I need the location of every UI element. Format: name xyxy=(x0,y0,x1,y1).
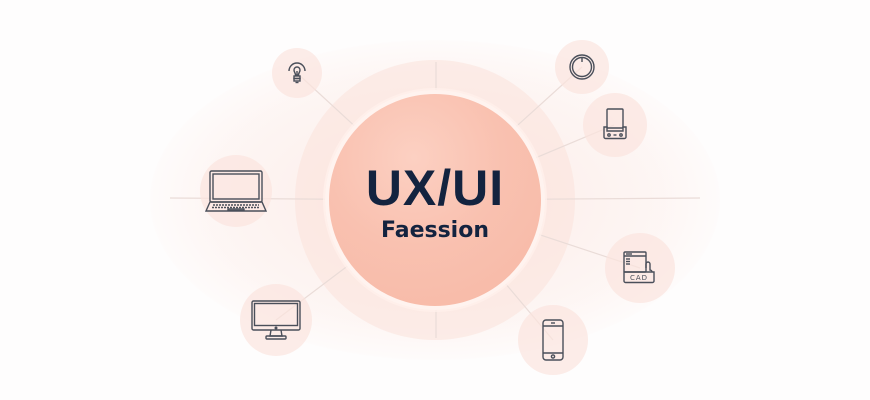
node-smartphone xyxy=(518,305,588,375)
cad-document-icon: CAD xyxy=(623,251,655,284)
device-stand-icon xyxy=(603,108,627,140)
node-device-stand xyxy=(583,93,647,157)
node-laptop xyxy=(200,155,272,227)
node-cad: CAD xyxy=(605,233,675,303)
lightbulb-icon xyxy=(288,62,306,84)
power-button-icon xyxy=(569,54,595,80)
center-subtitle: Faession xyxy=(380,218,489,243)
node-power xyxy=(555,40,609,94)
center-hub: UX/UI Faession xyxy=(325,90,545,310)
center-title: UX/UI xyxy=(365,160,505,216)
laptop-icon xyxy=(204,170,268,212)
smartphone-icon xyxy=(542,319,564,361)
monitor-icon xyxy=(251,300,301,340)
node-lightbulb xyxy=(272,48,322,98)
node-monitor xyxy=(240,284,312,356)
cad-label: CAD xyxy=(630,274,648,282)
